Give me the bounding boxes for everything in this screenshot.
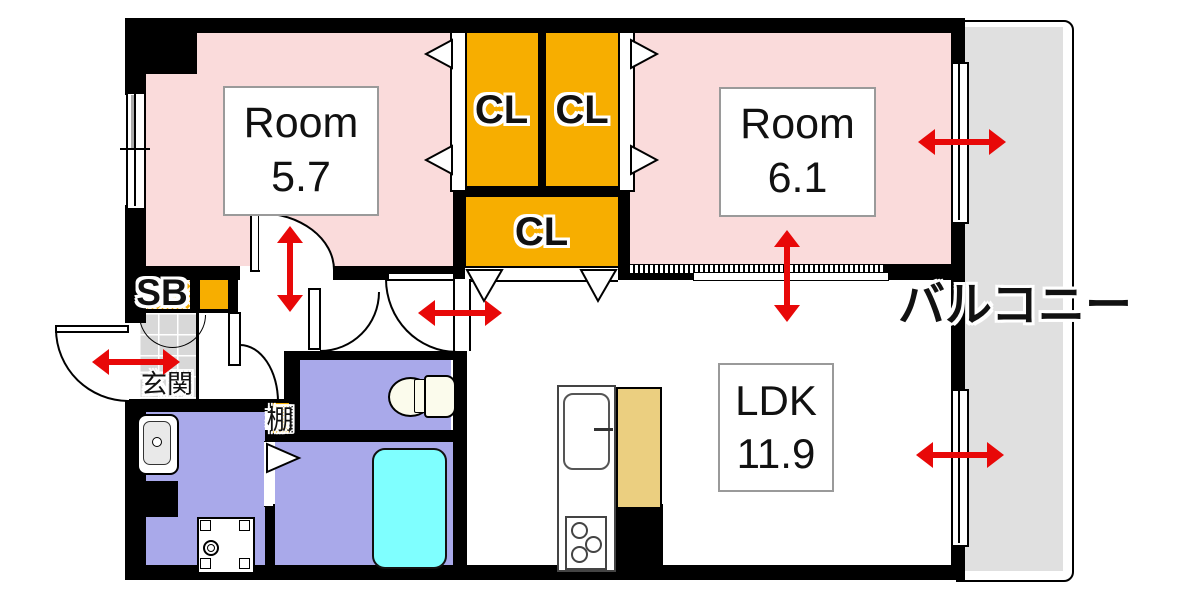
- storage-box: [200, 277, 228, 310]
- wall-notch: [125, 481, 178, 517]
- closet1-label: CL: [474, 87, 529, 132]
- wall-partition-right: [885, 264, 951, 280]
- wall-kitchen-block: [612, 504, 663, 578]
- washer-pan-drain: [203, 540, 219, 556]
- room1-label-box: Room 5.7: [223, 86, 379, 216]
- room2-name: Room: [740, 100, 855, 149]
- wall-left-2: [125, 205, 146, 323]
- wall-toilet-top: [284, 351, 467, 360]
- room1-area: 5.7: [271, 153, 331, 201]
- kitchen-counter-tan: [616, 387, 662, 509]
- washroom-door-leaf: [228, 312, 241, 366]
- room2-balcony-arrow: [918, 129, 1006, 155]
- wall-bottom: [125, 565, 965, 580]
- room2-label-box: Room 6.1: [719, 87, 876, 217]
- stove-burner-2: [585, 536, 602, 553]
- washbasin-bowl: [143, 421, 171, 465]
- wall-cl-shelf: [453, 186, 630, 197]
- closet3-door-strip: [465, 266, 618, 282]
- shelf-label: 棚: [266, 404, 294, 435]
- washer-pan-corner-br: [239, 558, 250, 569]
- wall-corridor-ldk: [453, 350, 467, 580]
- wall-right-2: [951, 220, 965, 390]
- wall-right-3: [951, 543, 965, 580]
- wall-bath-top: [265, 430, 467, 442]
- washbasin-drain: [152, 437, 162, 447]
- closet2-label: CL: [555, 87, 609, 132]
- wall-cl-right-col: [618, 186, 630, 280]
- wall-right-1: [951, 33, 965, 64]
- washer-pan-corner-bl: [200, 558, 211, 569]
- ldk-name: LDK: [735, 377, 817, 424]
- shelf-marker: [271, 401, 291, 435]
- shoebox-label: SB: [136, 272, 188, 313]
- toilet-tank: [424, 375, 456, 418]
- room2-area: 6.1: [767, 154, 828, 202]
- wall-under-room1: [146, 266, 240, 280]
- stove-burner-1: [571, 522, 588, 539]
- window-room1-left: [126, 92, 146, 210]
- balcony-floor: [963, 27, 1063, 571]
- stove-burner-3: [571, 546, 588, 563]
- wall-top: [125, 18, 965, 33]
- wall-left-1: [125, 33, 146, 95]
- washer-pan-corner-tl: [200, 520, 211, 531]
- entrance-step-line: [196, 313, 199, 400]
- ldk-label-box: LDK 11.9: [718, 363, 834, 492]
- wall-wash-bath-divider: [265, 504, 275, 572]
- room1-name: Room: [243, 99, 359, 148]
- kitchen-sink: [563, 393, 610, 470]
- wall-cl-mid: [538, 33, 546, 188]
- window-ldk-balcony: [951, 389, 969, 547]
- entrance-door-leaf: [55, 325, 129, 333]
- washer-pan-drain-dot: [207, 544, 215, 552]
- room1-door-arrow: [277, 226, 303, 312]
- wall-storage-right: [228, 277, 238, 313]
- ldk-balcony-arrow: [916, 442, 1004, 468]
- washer-pan-corner-tr: [239, 520, 250, 531]
- window-tick-left: [120, 148, 150, 150]
- kitchen-faucet: [594, 428, 613, 431]
- closet2-door-strip: [618, 31, 635, 192]
- wall-cl-left-col: [453, 186, 466, 280]
- wall-partition-sill: [618, 271, 693, 280]
- wall-sb-bottom: [135, 309, 238, 313]
- bathroom-door-strip: [264, 441, 273, 507]
- room2-partition-arrow: [774, 230, 800, 322]
- closet3-label: CL: [514, 209, 569, 254]
- closet1-box: [465, 33, 538, 188]
- partition-panel: [693, 272, 889, 281]
- closet1-door-strip: [450, 31, 467, 192]
- closet2-box: [546, 33, 618, 188]
- balcony-label: バルコニー: [897, 277, 1133, 331]
- bathtub: [372, 448, 447, 569]
- wall-corridor-washroom: [146, 399, 300, 412]
- closet3-box: [465, 197, 618, 267]
- wall-sb-divider: [190, 277, 200, 313]
- entrance-arrow: [92, 349, 180, 375]
- ldk-door-arrow: [418, 300, 502, 326]
- ldk-area: 11.9: [736, 429, 816, 477]
